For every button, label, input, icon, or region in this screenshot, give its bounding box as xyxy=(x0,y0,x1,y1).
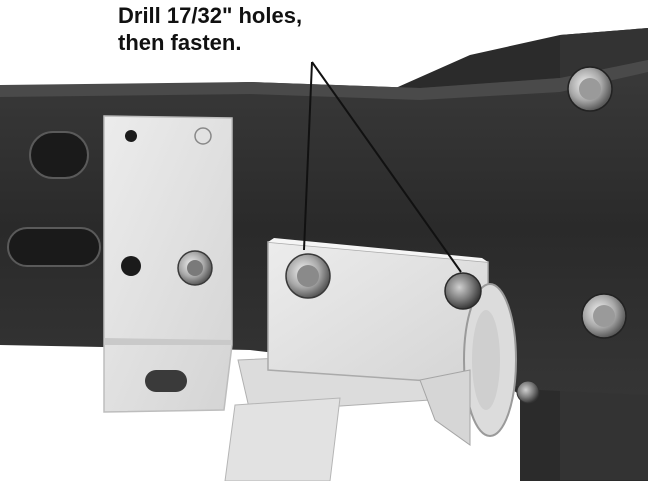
bracket-hole xyxy=(125,130,137,142)
callout-line-2: then fasten. xyxy=(118,30,242,55)
callout-text: Drill 17/32" holes, then fasten. xyxy=(118,2,418,56)
callout-line-1: Drill 17/32" holes, xyxy=(118,3,303,28)
frame-rail-top-edge xyxy=(0,60,648,100)
bracket-plate xyxy=(103,115,233,413)
flange-inner xyxy=(472,310,500,410)
drawbar xyxy=(224,397,341,481)
bolt-center xyxy=(593,305,615,327)
frame-slot xyxy=(29,131,89,179)
bolt-center xyxy=(579,78,601,100)
bracket-hole xyxy=(121,256,141,276)
gusset xyxy=(419,369,471,446)
leader-line xyxy=(303,61,313,251)
bolt-center xyxy=(297,265,319,287)
bracket-slot xyxy=(145,370,187,392)
bolt-center xyxy=(187,260,203,276)
frame-slot xyxy=(7,227,101,267)
mounting-bracket-edge xyxy=(268,238,488,262)
nut xyxy=(516,380,540,404)
nut xyxy=(444,272,482,310)
bracket-bend xyxy=(104,338,232,345)
bracket-marking xyxy=(194,127,212,145)
leader-line xyxy=(311,61,462,273)
